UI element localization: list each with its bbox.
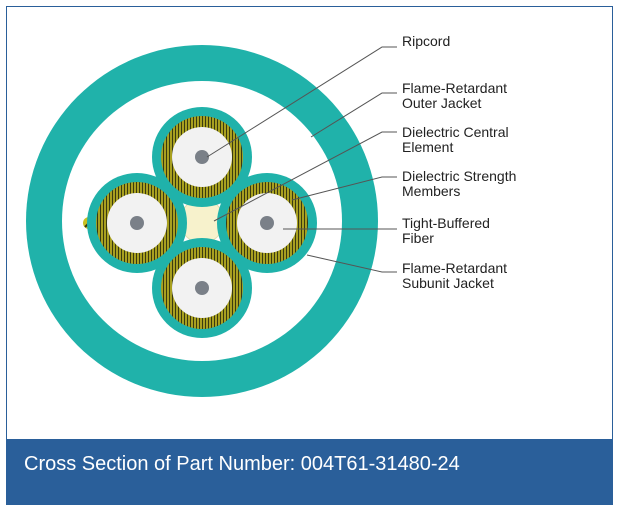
label-ripcord: Ripcord	[402, 33, 451, 49]
label-strength-members: Dielectric Strength Members	[402, 168, 517, 199]
label-tight-buffered-fiber: Tight-Buffered Fiber	[402, 215, 490, 246]
caption-text: Cross Section of Part Number: 004T61-314…	[24, 453, 460, 475]
cable-cross-section-diagram	[26, 45, 397, 397]
figure-frame: Ripcord Flame-Retardant Outer Jacket Die…	[6, 6, 613, 505]
leader-line-outer-jacket	[310, 92, 397, 138]
caption-bar: Cross Section of Part Number: 004T61-314…	[7, 439, 612, 504]
leader-line-strength-members	[291, 176, 397, 201]
label-subunit-jacket: Flame-Retardant Subunit Jacket	[402, 260, 508, 291]
subunit-top	[152, 107, 252, 207]
leader-line-central-element	[213, 131, 397, 222]
label-outer-jacket: Flame-Retardant Outer Jacket	[402, 80, 508, 111]
subunit-bottom	[152, 238, 252, 338]
leader-line-subunit-jacket	[306, 254, 397, 273]
subunit-right	[217, 173, 317, 273]
label-central-element: Dielectric Central Element	[402, 124, 509, 155]
leader-line-ripcord	[206, 46, 397, 158]
subunit-left	[87, 173, 187, 273]
